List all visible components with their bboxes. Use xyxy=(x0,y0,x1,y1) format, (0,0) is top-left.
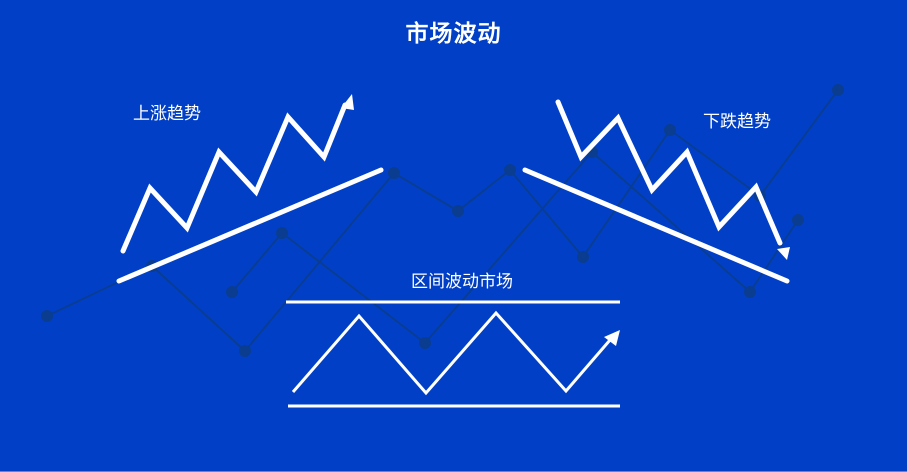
uptrend-graphic xyxy=(116,102,384,284)
downtrend-arrow-icon xyxy=(777,247,790,260)
page-title: 市场波动 xyxy=(405,21,502,47)
background-network xyxy=(46,89,839,353)
downtrend-zigzag xyxy=(555,99,783,246)
downtrend-label: 下跌趋势 xyxy=(703,112,771,132)
uptrend-label: 上涨趋势 xyxy=(133,104,201,124)
uptrend-arrow-icon xyxy=(341,94,354,110)
range-arrow-icon xyxy=(604,330,620,346)
downtrend-resistance-line xyxy=(522,167,790,284)
uptrend-support-line xyxy=(116,167,384,284)
range-graphic xyxy=(286,300,620,408)
range-zigzag xyxy=(291,310,612,396)
downtrend-graphic xyxy=(522,99,790,284)
background-network-nodes xyxy=(41,84,844,357)
range-label: 区间波动市场 xyxy=(411,272,513,292)
uptrend-zigzag xyxy=(120,102,348,254)
